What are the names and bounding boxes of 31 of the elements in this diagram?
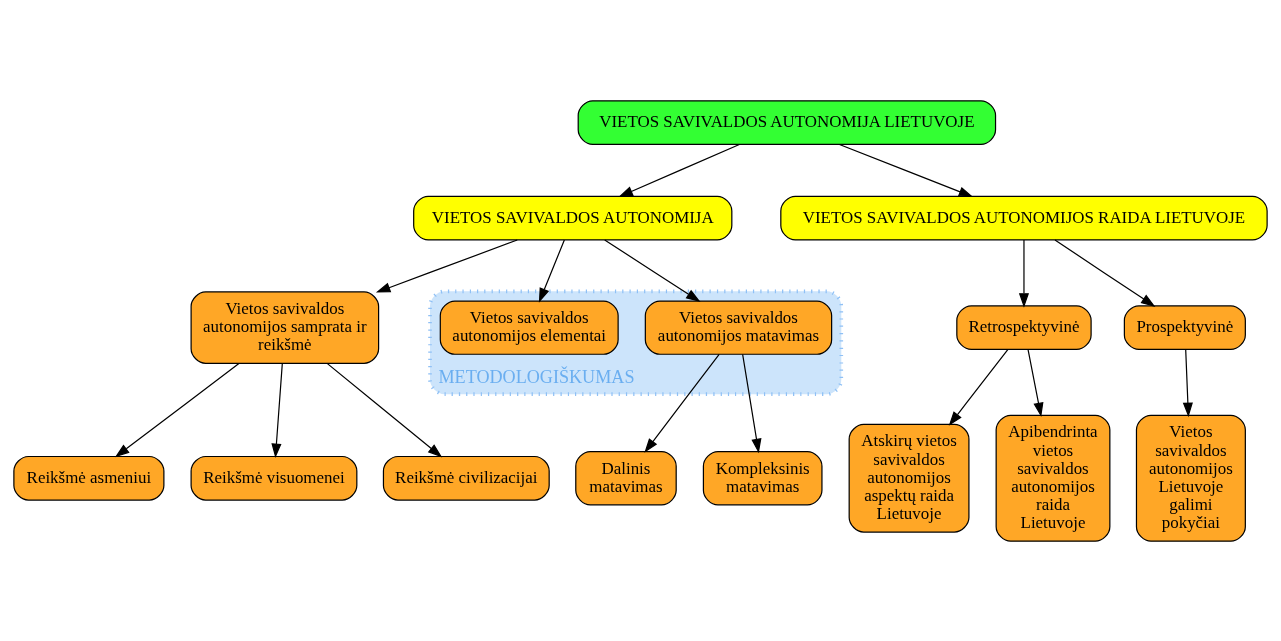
node-box: Vietos savivaldos autonomijos samprata ir reikšmė: [190, 290, 380, 364]
arrow: [538, 238, 565, 303]
arrow: [618, 143, 740, 197]
node-box: Retrospektyvinė: [956, 304, 1092, 350]
arrow: [375, 238, 518, 293]
node-box: Vietos savivaldos autonomijos matavimas: [644, 299, 833, 355]
arrow: [1182, 348, 1193, 417]
node-box: Apibendrinta vietos savivaldos autonomijos raida Lietuvoje: [995, 414, 1111, 542]
node-box: Reikšmė asmeniui: [13, 455, 165, 501]
arrow: [1054, 238, 1156, 307]
arrow: [1027, 348, 1044, 417]
node-box: Prospektyvinė: [1123, 304, 1246, 350]
arrow: [114, 362, 240, 457]
node-box: VIETOS SAVIVALDOS AUTONOMIJA: [413, 195, 733, 241]
node-box: Kompleksinis matavimas: [702, 450, 823, 505]
node-box: VIETOS SAVIVALDOS AUTONOMIJOS RAIDA LIETUVOJE: [780, 195, 1268, 241]
arrow: [742, 353, 762, 453]
node-box: Vietos savivaldos autonomijos Lietuvoje galimi pokyčiai: [1135, 414, 1246, 542]
arrow: [948, 348, 1009, 426]
node-box: VIETOS SAVIVALDOS AUTONOMIJA LIETUVOJE: [577, 99, 997, 145]
node-box: Dalinis matavimas: [575, 450, 677, 505]
arrow: [604, 238, 701, 302]
node-box: Vietos savivaldos autonomijos elementai: [439, 299, 619, 355]
node-box: Reikšmė visuomenei: [190, 455, 358, 501]
arrow: [644, 353, 720, 453]
arrow: [326, 362, 443, 457]
node-box: Atskirų vietos savivaldos autonomijos aspektų raida Lietuvoje: [848, 423, 970, 533]
node-box: Reikšmė civilizacijai: [382, 455, 550, 501]
arrow: [838, 143, 974, 197]
arrow: [271, 362, 283, 458]
arrow: [1018, 238, 1030, 308]
